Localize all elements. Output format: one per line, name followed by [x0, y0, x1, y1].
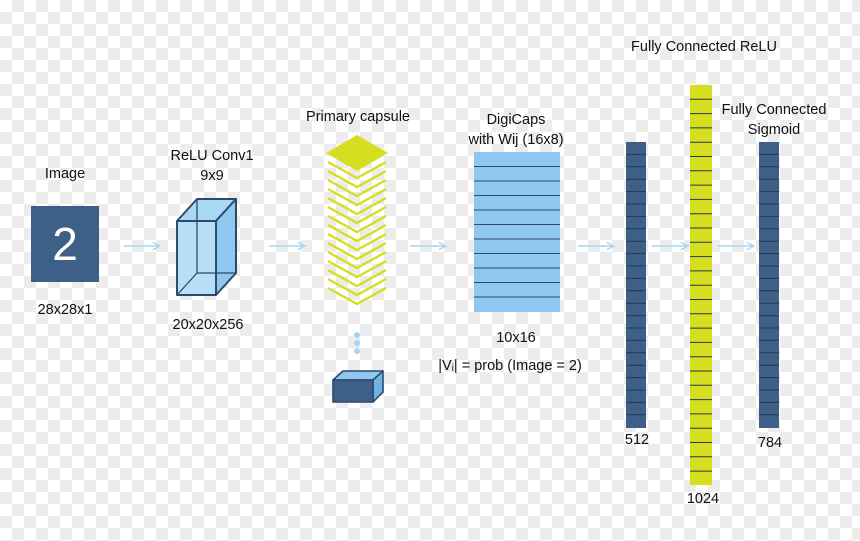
chevron-layer [327, 277, 387, 297]
fc1024-title: Fully Connected ReLU [631, 39, 777, 55]
chevron-layer [327, 178, 387, 198]
digicaps-formula: |Vᵢ| = prob (Image = 2) [438, 358, 582, 374]
digicaps-title: DigiCaps with Wij (16x8) [468, 110, 563, 150]
chevron-layer [327, 232, 387, 252]
fc784-title-line1: Fully Connected [721, 102, 827, 118]
chevron-layer [327, 169, 387, 189]
fc784-title: Fully Connected Sigmoid [722, 100, 827, 140]
capsule-cuboid-icon [332, 370, 384, 403]
capsule-top-diamond [326, 135, 388, 171]
input-image-label: Image [44, 166, 86, 182]
conv1-size-label: 20x20x256 [172, 317, 244, 333]
fc512-size-label: 512 [624, 432, 650, 448]
chevron-layer [327, 223, 387, 243]
chevron-layer [327, 250, 387, 270]
digicaps-size-label: 10x16 [496, 330, 536, 346]
chevron-layer [327, 259, 387, 279]
fc512-bar [626, 142, 646, 428]
input-size-label: 28x28x1 [37, 302, 93, 318]
fc784-size-label: 784 [757, 435, 783, 451]
fc1024-size-label: 1024 [686, 491, 720, 507]
chevron-layer [327, 205, 387, 225]
fc1024-bar [690, 85, 712, 485]
chevron-stack-icon [327, 160, 387, 306]
input-image-digit: 2 [31, 206, 99, 282]
conv1-title-line1: ReLU Conv1 [170, 148, 254, 164]
digicaps-title-line2: with Wij (16x8) [468, 132, 564, 148]
primary-capsule-title: Primary capsule [306, 109, 410, 125]
digicaps-block [474, 152, 560, 312]
conv1-title: ReLU Conv1 9x9 [170, 146, 253, 186]
fc784-bar [759, 142, 779, 428]
fc784-title-line2: Sigmoid [747, 122, 801, 138]
conv1-cuboid-icon [176, 198, 237, 296]
conv1-title-line2: 9x9 [200, 168, 224, 184]
chevron-layer [327, 268, 387, 288]
chevron-layer [327, 241, 387, 261]
ellipsis-vertical-icon [354, 332, 360, 354]
chevron-layer [327, 196, 387, 216]
chevron-layer [327, 286, 387, 306]
chevron-layer [327, 160, 387, 180]
chevron-layer [327, 187, 387, 207]
chevron-layer [327, 214, 387, 234]
digicaps-title-line1: DigiCaps [486, 112, 546, 128]
primary-capsule-stack [326, 135, 388, 306]
